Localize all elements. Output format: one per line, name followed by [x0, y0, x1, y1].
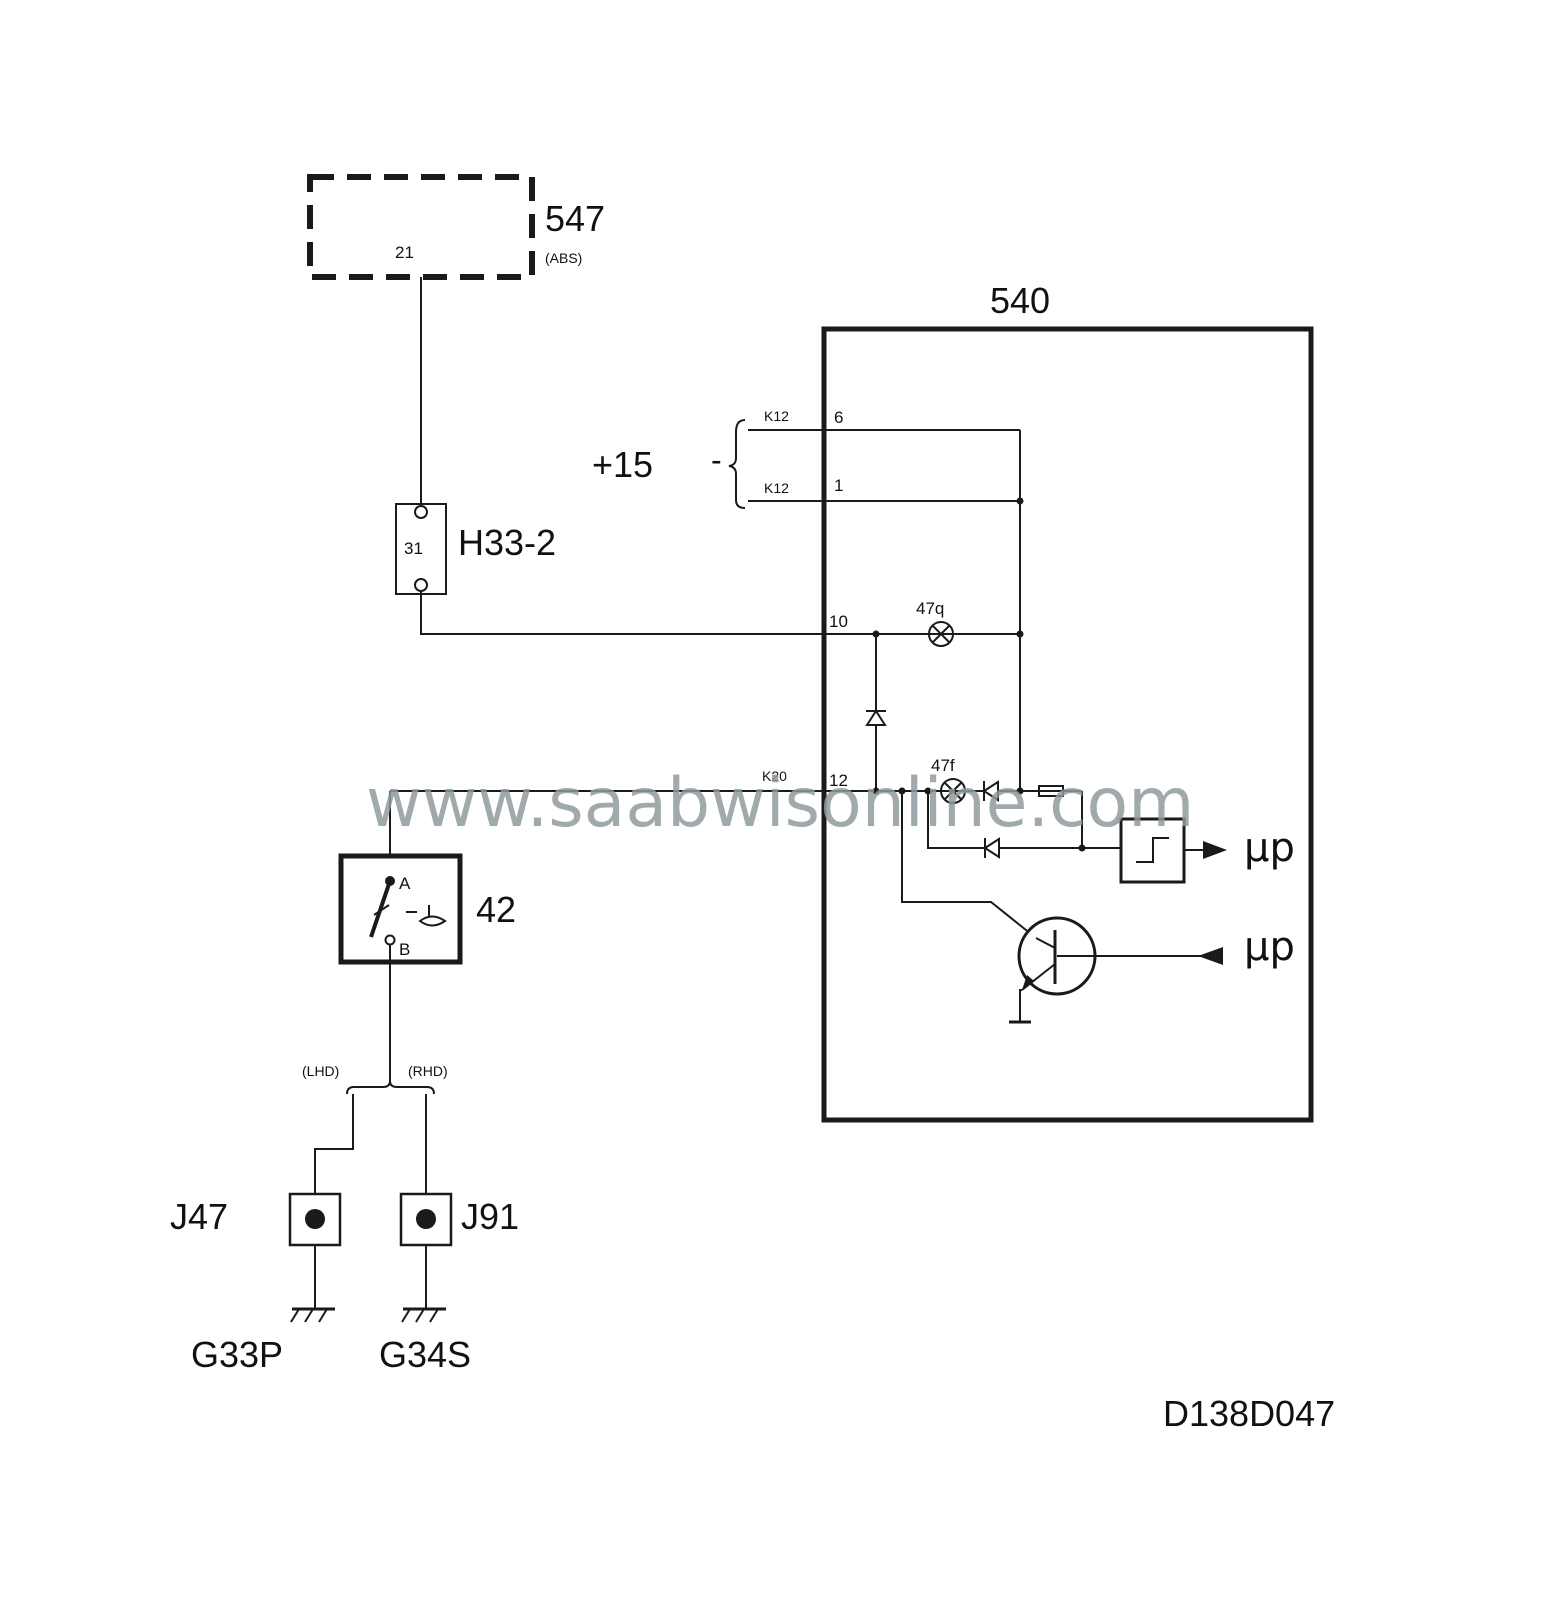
diode-comparator-triangle — [983, 837, 1000, 859]
control-module-box — [821, 326, 1314, 1123]
node-pin12-diode — [872, 787, 880, 795]
pin12-connector: K20 — [762, 768, 787, 784]
supply-brace — [728, 419, 746, 509]
node-pin1 — [1016, 497, 1024, 505]
transistor-ground-wire — [1019, 989, 1022, 1022]
ground-g33p: G33P — [191, 1245, 335, 1375]
diode-comparator — [983, 837, 1000, 859]
splice-j47-dot — [305, 1209, 325, 1229]
connector-h33-pin: 31 — [404, 539, 423, 558]
transistor-emitter-arrow — [1022, 975, 1034, 990]
variant-rhd: (RHD) — [408, 1063, 448, 1079]
connector-h33-terminal-bottom — [414, 578, 428, 592]
switch-lever-tick — [373, 904, 390, 916]
pin6-number: 6 — [834, 408, 843, 427]
supply-bracket-mark: - — [711, 442, 722, 478]
ground-g34s-hatch-1 — [401, 1308, 411, 1323]
abs-module-subtitle: (ABS) — [545, 250, 582, 266]
supply-label: +15 — [592, 444, 653, 485]
ground-g34s-id: G34S — [379, 1334, 471, 1375]
brake-fluid-switch-42: A B 42 — [338, 853, 516, 965]
lamp-47f-label: 47f — [931, 756, 955, 775]
abs-module-box — [307, 174, 535, 280]
connector-h33-2: 31 H33-2 — [395, 503, 556, 595]
node-comparator-input — [1078, 844, 1086, 852]
switch-pin-b: B — [399, 940, 410, 959]
microprocessor-label-output: µp — [1244, 825, 1295, 871]
switch-float-icon — [418, 915, 447, 927]
lamp-47q-label: 47q — [916, 599, 944, 618]
wire-lhd — [314, 1094, 354, 1194]
splice-j47-id: J47 — [170, 1196, 228, 1237]
lamp-47q-cross-b — [932, 625, 950, 643]
ground-g34s-hatch-3 — [429, 1308, 439, 1323]
switch-pin-a: A — [399, 874, 411, 893]
transistor-collector — [1035, 937, 1056, 949]
ground-g33p-id: G33P — [191, 1334, 283, 1375]
pin6-connector: K12 — [764, 408, 789, 424]
ground-g34s-hatch-2 — [415, 1308, 425, 1323]
pin1-connector: K12 — [764, 480, 789, 496]
switch-id: 42 — [476, 889, 516, 930]
diode-lamp-47f-triangle — [982, 780, 999, 802]
arrow-transistor-input — [1198, 947, 1223, 965]
wire-comparator-input — [927, 791, 1121, 849]
transistor-collector-wire — [901, 791, 1037, 939]
diode-vertical — [865, 709, 887, 726]
control-module-id: 540 — [990, 280, 1050, 321]
abs-module-pin: 21 — [395, 243, 414, 262]
connector-h33-terminal-top — [414, 505, 428, 519]
diode-vertical-triangle — [865, 709, 887, 726]
lamp-47q: 47q — [916, 599, 954, 647]
node-rail-lamp47q — [1016, 630, 1024, 638]
watermark: www.saabwisonline.com — [366, 764, 1194, 843]
ground-g34s: G34S — [379, 1245, 471, 1375]
lamp-47q-body — [928, 621, 954, 647]
ground-g33p-hatch-2 — [304, 1308, 314, 1323]
variant-brace — [346, 1080, 435, 1095]
ground-g33p-hatch-3 — [318, 1308, 328, 1323]
ground-g33p-hatch-1 — [290, 1308, 300, 1323]
splice-j91-dot — [416, 1209, 436, 1229]
abs-module-547: 547 (ABS) 21 — [307, 174, 605, 280]
splice-j47: J47 — [170, 1192, 342, 1247]
microprocessor-label-input: µp — [1244, 924, 1295, 970]
lamp-47f-body — [940, 778, 966, 804]
connector-h33-id: H33-2 — [458, 522, 556, 563]
diode-lamp-47f — [982, 780, 999, 802]
arrow-comparator-output — [1203, 841, 1227, 859]
variant-lhd: (LHD) — [302, 1063, 339, 1079]
splice-j91: J91 — [399, 1192, 519, 1247]
pin12-number: 12 — [829, 771, 848, 790]
switch-box — [338, 853, 463, 965]
pin10-number: 10 — [829, 612, 848, 631]
lamp-47f: 47f — [931, 756, 966, 804]
schmitt-trigger-symbol — [1136, 837, 1169, 863]
switch-terminal-b — [384, 934, 396, 946]
lamp-47f-cross-b — [944, 782, 962, 800]
diagram-id: D138D047 — [1163, 1393, 1335, 1434]
switch-lever — [369, 880, 392, 938]
resistor — [1038, 785, 1064, 797]
splice-j91-id: J91 — [461, 1196, 519, 1237]
pin1-number: 1 — [834, 476, 843, 495]
wire-pin10-line — [420, 591, 1020, 635]
control-module-540: 540 — [821, 280, 1314, 1123]
abs-module-id: 547 — [545, 198, 605, 239]
